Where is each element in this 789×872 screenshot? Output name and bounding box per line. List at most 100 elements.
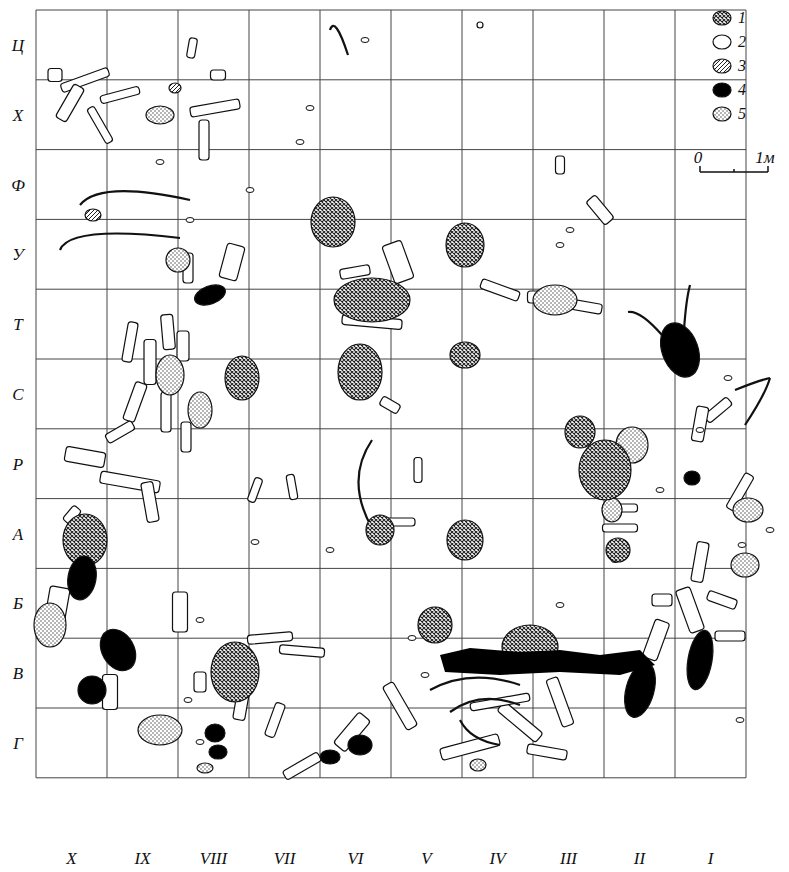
skull [338,344,382,400]
legend-swatch [713,35,731,49]
bone [123,381,148,423]
small-bone [196,740,204,745]
skull [450,342,480,368]
column-label: II [634,850,645,867]
skull [606,538,630,562]
skull [446,223,484,267]
black-patch [654,318,707,383]
legend-swatch [713,83,731,97]
bone [64,446,106,468]
grid-line [391,10,392,778]
column-label: VIII [200,850,227,867]
black-patch [78,676,106,704]
grid-line [36,777,746,778]
bone [141,481,160,522]
column-label: IX [134,850,150,867]
bone [144,340,156,385]
grid-line [320,10,321,778]
bone [55,84,84,123]
small-bone [408,636,416,641]
dotted-patch [733,498,763,522]
bone [282,752,322,781]
grid-line [178,10,179,778]
bone [556,156,565,174]
grid-line [36,498,746,499]
skull [334,278,410,322]
skull [447,520,483,560]
bone [470,693,530,711]
bone [87,106,114,145]
tusk [684,285,690,330]
hatched-patch [85,209,101,221]
dotted-patch [188,392,212,428]
bone [603,524,638,532]
hatched-patch [169,83,181,93]
skull [211,642,259,702]
column-label: III [560,850,577,867]
row-label: С [12,385,23,402]
column-label: X [66,850,76,867]
bone [161,392,171,432]
bone [194,672,206,692]
black-band [440,648,655,675]
column-label: V [421,850,431,867]
small-bone [656,488,664,493]
column-label: I [708,850,714,867]
column-label: IV [489,850,505,867]
small-bone [156,160,164,165]
bone [479,278,520,301]
grid-line [36,10,37,778]
grid-line [36,568,746,569]
bone [286,474,298,500]
black-patch [683,628,717,691]
bone [586,195,614,226]
tusk [430,678,520,690]
row-label: Р [13,455,23,472]
row-label: Г [13,734,23,751]
dotted-patch [34,603,66,647]
bone [691,541,710,582]
dotted-patch [470,759,486,771]
legend-text: 5 [738,106,746,122]
skull [225,356,259,400]
bone [691,406,709,443]
black-patch [64,554,99,602]
bone [675,586,704,633]
small-bone [196,618,204,623]
grid-line [36,638,746,639]
bone [642,619,670,662]
dotted-patch [138,715,182,745]
small-bone [184,698,192,703]
small-bone [306,106,314,111]
tusk [60,234,180,250]
bone [122,321,139,362]
bone [414,458,422,483]
small-bone [326,548,334,553]
black-patch [93,623,143,677]
tusk [359,440,373,528]
tusk [460,720,500,745]
bone [173,592,188,632]
row-label: У [12,246,23,263]
bone [706,590,738,610]
legend-swatch [713,11,731,25]
tusk [80,191,190,205]
legend-text: 4 [738,82,746,98]
bone [211,70,226,80]
bone [526,744,567,761]
bone [546,676,574,727]
small-bone [696,428,704,433]
bone [247,632,293,645]
bone [60,67,110,93]
dotted-patch [533,285,577,315]
row-label: А [13,525,23,542]
small-bone [361,38,369,43]
small-bone [556,243,564,248]
bone [477,22,483,28]
finds [34,22,774,780]
bone [264,702,285,738]
grid-line [675,10,676,778]
dotted-patch [731,553,759,577]
